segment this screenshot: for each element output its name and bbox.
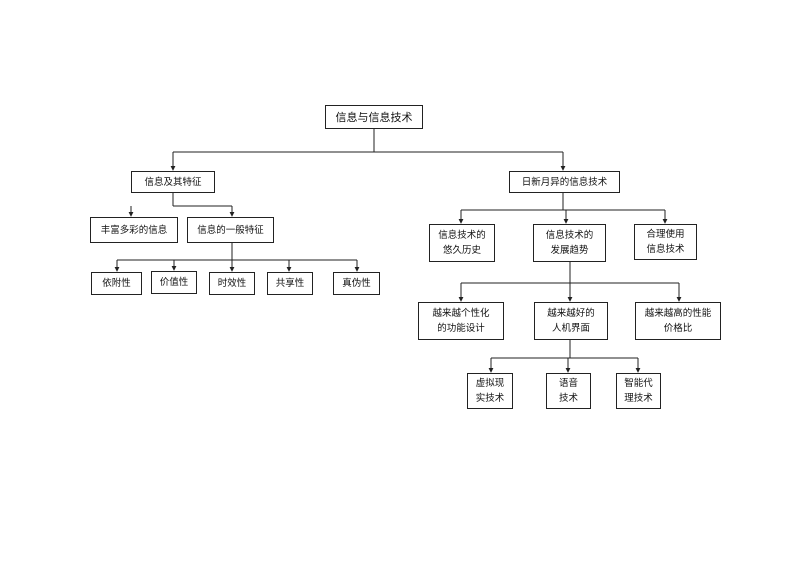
node-proper-use: 合理使用 信息技术	[634, 224, 697, 260]
node-history: 信息技术的 悠久历史	[429, 224, 495, 262]
node-voice-tech: 语音 技术	[546, 373, 591, 409]
node-agent-tech: 智能代 理技术	[616, 373, 661, 409]
node-sharing: 共享性	[267, 272, 313, 295]
node-advancing-tech: 日新月异的信息技术	[509, 171, 620, 193]
node-rich-info: 丰富多彩的信息	[90, 217, 178, 243]
node-vr-tech: 虚拟现 实技术	[467, 373, 513, 409]
node-timeliness: 时效性	[209, 272, 255, 295]
node-info-features: 信息及其特征	[131, 171, 215, 193]
node-human-interface: 越来越好的 人机界面	[534, 302, 608, 340]
node-dependency: 依附性	[91, 272, 142, 295]
node-root: 信息与信息技术	[325, 105, 423, 129]
node-value: 价值性	[151, 271, 197, 294]
node-personalized-design: 越来越个性化 的功能设计	[418, 302, 504, 340]
node-general-features: 信息的一般特征	[187, 217, 274, 243]
node-price-performance: 越来越高的性能 价格比	[635, 302, 721, 340]
node-trends: 信息技术的 发展趋势	[533, 224, 606, 262]
node-authenticity: 真伪性	[333, 272, 380, 295]
